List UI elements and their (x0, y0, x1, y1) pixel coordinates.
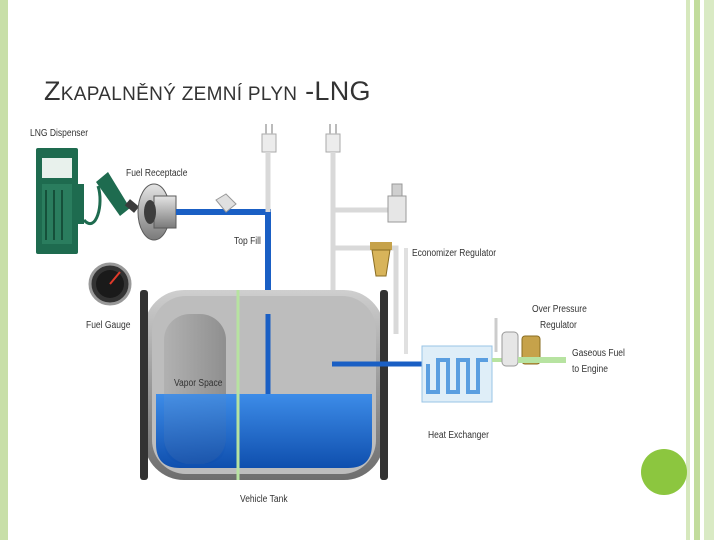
vent-pipes (261, 124, 407, 304)
label-gaseous-fuel-line2: to Engine (572, 364, 608, 375)
label-lng-dispenser: LNG Dispenser (30, 128, 89, 139)
decorative-circle (641, 449, 687, 495)
fuel-receptacle (137, 183, 177, 241)
heat-exchanger (421, 345, 504, 403)
frame-left-bar (0, 0, 8, 540)
label-over-pressure-line2: Regulator (540, 320, 577, 331)
label-fuel-receptacle: Fuel Receptacle (126, 168, 188, 179)
label-heat-exchanger: Heat Exchanger (428, 430, 489, 441)
frame-right-bar (704, 0, 714, 540)
frame-right-bar (686, 0, 690, 540)
over-pressure-regulator (494, 318, 566, 367)
slide-title: ZKAPALNĚNÝ ZEMNÍ PLYN -LNG (44, 76, 371, 107)
title-rest: KAPALNĚNÝ ZEMNÍ PLYN (60, 84, 298, 105)
lng-system-diagram: LNG Dispenser Fuel Receptacle Top Fill E… (26, 124, 666, 516)
title-initial: Z (44, 76, 61, 106)
label-economizer-regulator: Economizer Regulator (412, 248, 497, 259)
label-vehicle-tank: Vehicle Tank (240, 494, 288, 505)
label-vapor-space: Vapor Space (174, 378, 223, 389)
label-over-pressure-line1: Over Pressure (532, 304, 587, 315)
label-gaseous-fuel-line1: Gaseous Fuel (572, 348, 625, 359)
economizer-regulator (333, 242, 408, 354)
lng-diagram-graphic (36, 124, 566, 480)
vehicle-tank (140, 290, 388, 480)
fuel-gauge (88, 262, 132, 306)
fuel-nozzle (96, 172, 140, 216)
label-fuel-gauge: Fuel Gauge (86, 320, 131, 331)
label-top-fill: Top Fill (234, 236, 261, 247)
title-suffix: -LNG (305, 76, 371, 106)
frame-right-bar (694, 0, 700, 540)
lng-dispenser (36, 148, 102, 254)
